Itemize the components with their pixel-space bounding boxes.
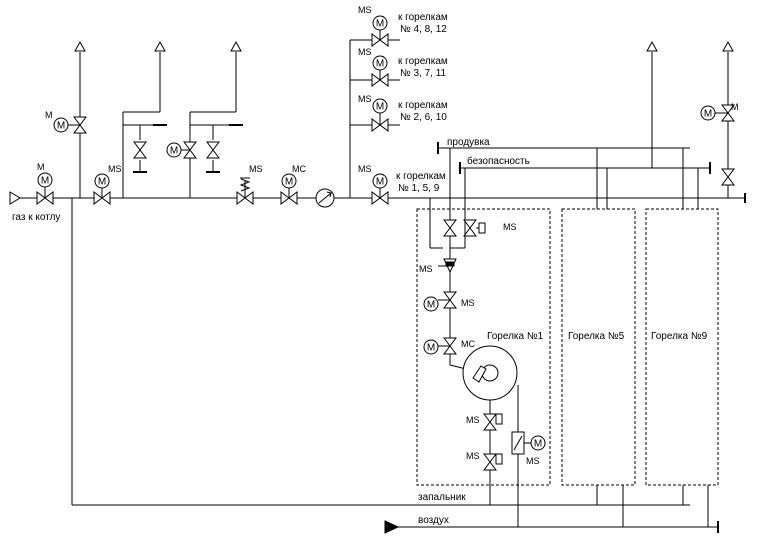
drive-label: MS (526, 456, 540, 466)
branch-valve-3-7-11 (371, 55, 389, 87)
air-damper (511, 385, 546, 527)
vent-line-1 (53, 41, 87, 198)
branch-label: № 4, 8, 12 (400, 24, 447, 35)
drive-label: MS (358, 164, 372, 174)
drive-label: MS (503, 222, 517, 232)
drive-label: MS (419, 264, 433, 274)
flow-meter (315, 188, 335, 208)
burner-5-label: Горелка №5 (568, 331, 625, 342)
burner-1-label: Горелка №1 (487, 331, 544, 342)
bypass-group-2 (166, 41, 243, 198)
gas-inlet-valve (9, 172, 54, 205)
branch-label: № 3, 7, 11 (400, 68, 447, 79)
drive-label: MC (461, 339, 475, 349)
branch-label: № 1, 5, 9 (398, 183, 440, 194)
branch-label: к горелкам (398, 12, 448, 23)
safety-label: безопасность (467, 155, 530, 167)
drive-label: MS (249, 164, 263, 174)
drive-label: MS (358, 94, 372, 104)
air-line (384, 485, 719, 534)
branch-valve-1-5-9 (371, 173, 389, 205)
burner-9-box (645, 208, 719, 486)
igniter-line (71, 198, 690, 506)
drive-label: MS (358, 47, 372, 57)
drive-label: MS (108, 164, 122, 174)
drive-label: M (37, 162, 45, 172)
drive-label: MC (292, 164, 306, 174)
drive-label: MS (466, 415, 480, 425)
air-label: воздух (418, 515, 449, 526)
drive-label: MS (358, 5, 372, 15)
bypass-group-1 (122, 41, 167, 198)
burner-5-9-drops (596, 148, 699, 209)
branch-label: к горелкам (398, 100, 448, 111)
drive-label: M (731, 102, 739, 112)
drive-label: MS (466, 451, 480, 461)
drive-label: M (45, 110, 53, 120)
mc-valve (280, 173, 298, 205)
vent-line-right-2 (700, 41, 735, 198)
purge-line (437, 142, 690, 154)
burner-1-box (416, 208, 551, 486)
purge-label: продувка (447, 137, 490, 148)
branch-label: к горелкам (396, 171, 446, 182)
burner-9-label: Горелка №9 (651, 331, 708, 342)
branch-label: № 2, 6, 10 (400, 112, 447, 123)
vent-line-right-1 (646, 41, 658, 168)
igniter-valves (483, 400, 503, 505)
burner-1-piping (423, 148, 486, 371)
burner-1-head (462, 345, 518, 401)
burner-5-box (561, 208, 636, 486)
branch-valve-4-8-12 (371, 15, 389, 47)
safety-line (459, 162, 711, 174)
branch-label: к горелкам (398, 56, 448, 67)
safety-valve (236, 177, 254, 205)
gas-to-boiler-label: газ к котлу (12, 212, 60, 223)
branch-valve-2-6-10 (371, 98, 389, 132)
drive-label: MS (461, 298, 475, 308)
ms-valve-1 (93, 173, 111, 205)
igniter-label: запальник (418, 492, 466, 503)
